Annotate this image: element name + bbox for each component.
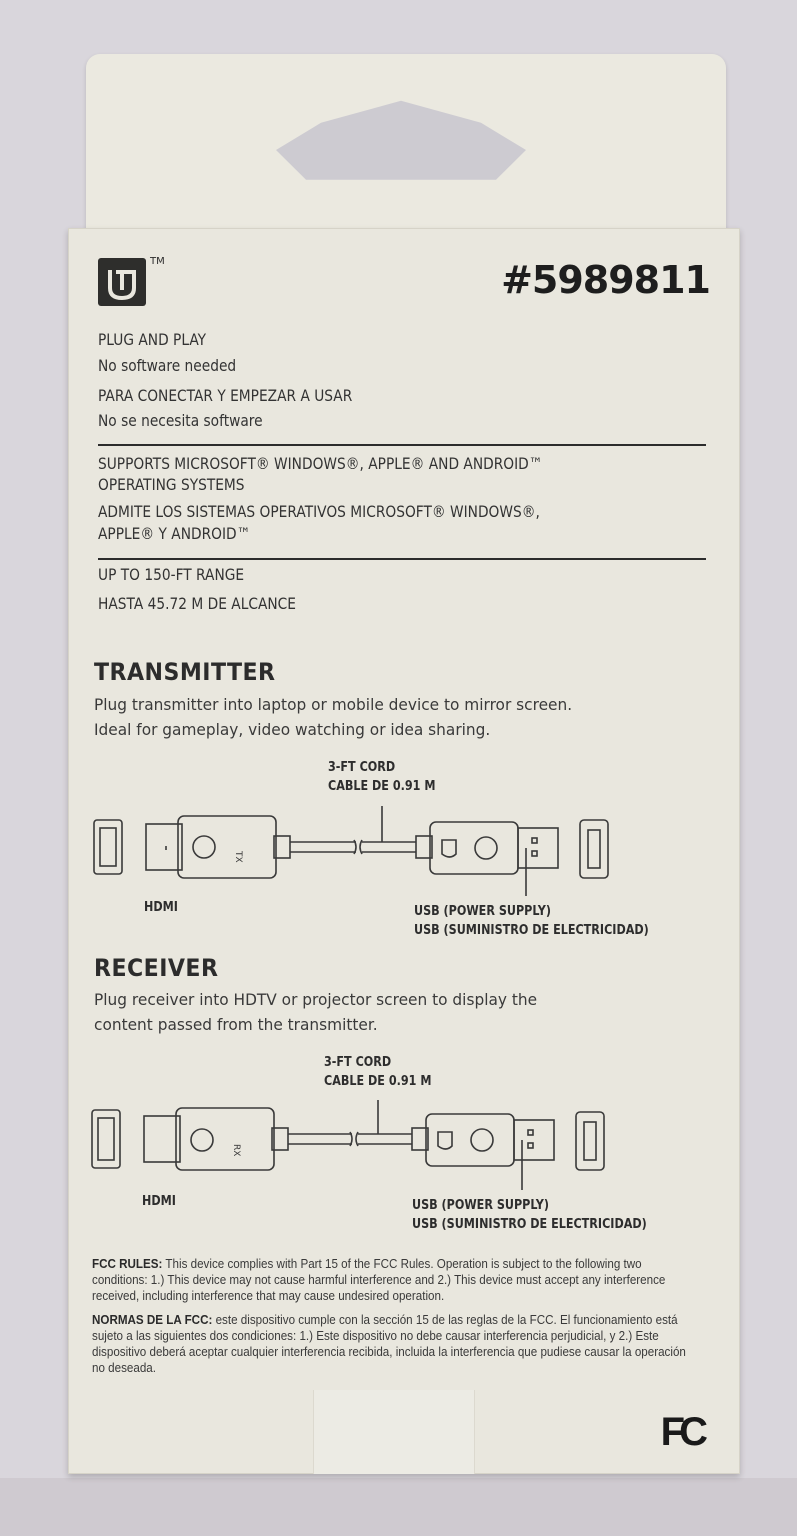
fcc-label-en: FCC RULES: — [92, 1257, 163, 1271]
background-surface — [0, 1478, 797, 1536]
tx-cord-label-es: CABLE DE 0.91 M — [328, 779, 436, 794]
cable-boot-left — [273, 835, 291, 859]
rx-usb-label-es: USB (SUMINISTRO DE ELECTRICIDAD) — [412, 1217, 647, 1232]
tx-tag: TX — [233, 850, 243, 863]
rx-cord-label-en: 3-FT CORD — [324, 1055, 392, 1070]
usb-port-icon — [579, 819, 609, 879]
hdmi-port-slot — [99, 827, 117, 867]
receiver-diagram: RX — [91, 1100, 605, 1190]
transmitter-title: TRANSMITTER — [94, 658, 276, 686]
plug-and-play-en: PLUG AND PLAY — [98, 330, 207, 349]
package-back: TM #5989811 PLUG AND PLAY No software ne… — [68, 228, 740, 1474]
usb-port-icon — [575, 1111, 605, 1171]
cable-boot-right — [415, 835, 433, 859]
range-en: UP TO 150-FT RANGE — [98, 565, 245, 584]
fcc-text-es: este dispositivo cumple con la sección 1… — [92, 1313, 686, 1375]
hang-hole — [276, 100, 526, 180]
usb-plug-logo — [441, 839, 457, 858]
tx-cord-label-en: 3-FT CORD — [328, 760, 396, 775]
transmitter-diagram: TX — [93, 806, 609, 896]
receiver-desc-1: Plug receiver into HDTV or projector scr… — [94, 990, 538, 1009]
rx-hdmi-label: HDMI — [142, 1194, 176, 1209]
receiver-title: RECEIVER — [94, 954, 219, 982]
transmitter-desc-2: Ideal for gameplay, video watching or id… — [94, 720, 491, 739]
sku-number: #5989811 — [501, 258, 711, 302]
supports-es-line-1: ADMITE LOS SISTEMAS OPERATIVOS MICROSOFT… — [98, 502, 540, 521]
tx-hdmi-label: HDMI — [144, 900, 178, 915]
tx-usb-label-en: USB (POWER SUPPLY) — [414, 904, 551, 919]
usb-connector — [517, 827, 559, 869]
bottom-flap — [313, 1390, 475, 1474]
plug-sub-en: No software needed — [98, 356, 237, 375]
fcc-text-en: This device complies with Part 15 of the… — [92, 1257, 666, 1303]
divider — [98, 558, 706, 560]
fcc-label-es: NORMAS DE LA FCC: — [92, 1313, 213, 1327]
fcc-logo-icon: FC — [660, 1410, 708, 1454]
plug-sub-es: No se necesita software — [98, 411, 263, 430]
hdmi-port-icon — [91, 1109, 121, 1169]
divider — [98, 444, 706, 446]
fcc-rules-en: FCC RULES: This device complies with Par… — [92, 1256, 687, 1304]
fcc-rules-es: NORMAS DE LA FCC: este dispositivo cumpl… — [92, 1312, 687, 1376]
tx-usb-label-es: USB (SUMINISTRO DE ELECTRICIDAD) — [414, 923, 649, 938]
supports-line-1: SUPPORTS MICROSOFT® WINDOWS®, APPLE® AND… — [98, 454, 543, 473]
transmitter-desc-1: Plug transmitter into laptop or mobile d… — [94, 695, 573, 714]
tx-dongle-body — [177, 815, 277, 879]
trademark-mark: TM — [150, 256, 165, 267]
tx-dongle-button — [192, 835, 216, 859]
rx-dongle-body — [175, 1107, 275, 1171]
hdmi-plug-tip — [145, 823, 183, 871]
rx-usb-label-en: USB (POWER SUPPLY) — [412, 1198, 549, 1213]
usb-plug-body — [429, 821, 519, 875]
hang-tab — [86, 54, 726, 254]
supports-line-2: OPERATING SYSTEMS — [98, 475, 245, 494]
supports-es-line-2: APPLE® Y ANDROID™ — [98, 524, 251, 543]
u-shield-logo-icon — [98, 258, 146, 306]
rx-tag: RX — [231, 1144, 241, 1156]
receiver-desc-2: content passed from the transmitter. — [94, 1015, 378, 1034]
plug-and-play-es: PARA CONECTAR Y EMPEZAR A USAR — [98, 386, 353, 405]
range-es: HASTA 45.72 M DE ALCANCE — [98, 594, 296, 613]
hdmi-port-icon — [93, 819, 123, 875]
rx-cord-label-es: CABLE DE 0.91 M — [324, 1074, 432, 1089]
usb-plug-button — [474, 836, 498, 860]
